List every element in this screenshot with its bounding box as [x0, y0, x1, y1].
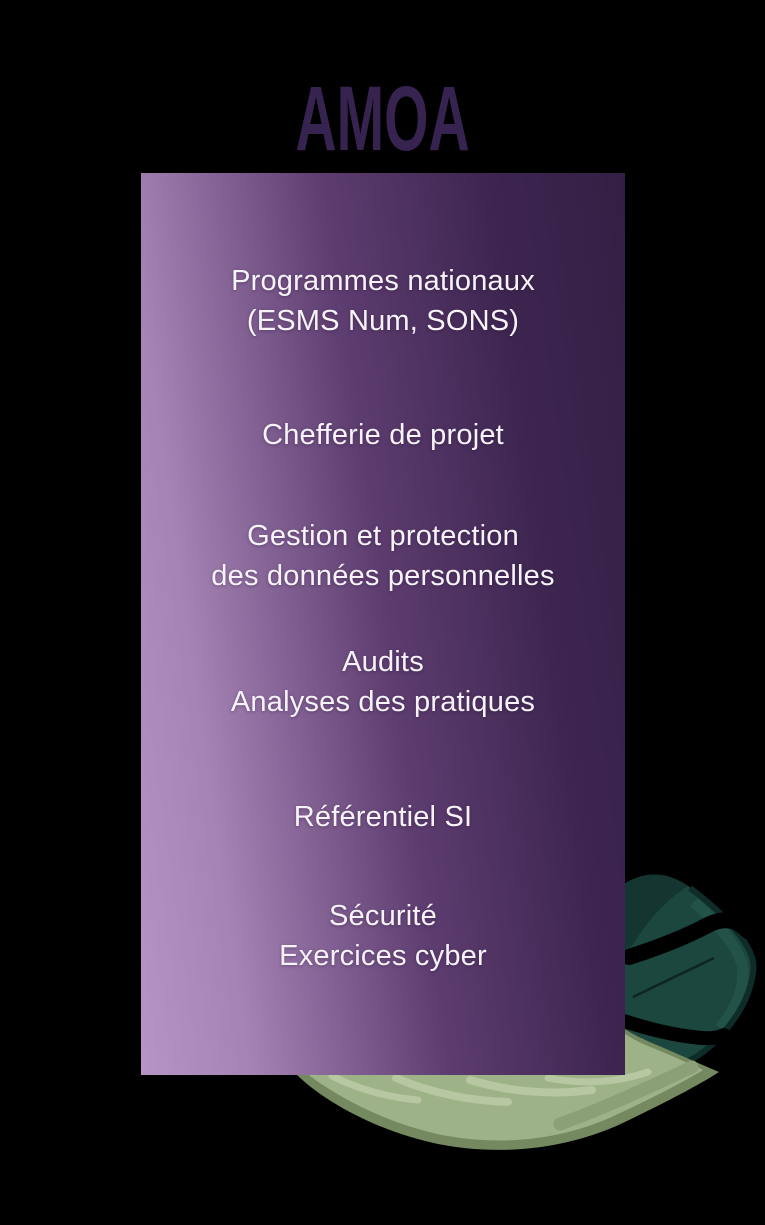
card-item-line: Audits [342, 646, 424, 678]
card-item-audits-analyses: Audits Analyses des pratiques [141, 642, 625, 722]
card-item-line: Exercices cyber [279, 940, 487, 972]
card-item-line: (ESMS Num, SONS) [246, 305, 520, 337]
card-item-securite-exercices-cyber: Sécurité Exercices cyber [141, 896, 625, 976]
card-item-line: Référentiel SI [293, 801, 473, 833]
card-item-line: Analyses des pratiques [230, 686, 536, 718]
card-item-line: Chefferie de projet [262, 419, 504, 451]
page-title-wrap: AMOA [141, 70, 625, 168]
monstera-leaf-illustration [614, 874, 757, 1070]
card-item-line: des données personnelles [211, 560, 555, 592]
card-item-line: Sécurité [329, 900, 437, 932]
card-item-chefferie-de-projet: Chefferie de projet [141, 415, 625, 455]
card-item-programmes-nationaux: Programmes nationaux (ESMS Num, SONS) [141, 261, 625, 341]
page-title: AMOA [295, 68, 471, 170]
mission-card: Programmes nationaux (ESMS Num, SONS) Ch… [141, 173, 625, 1075]
card-item-gestion-donnees-personnelles: Gestion et protection des données person… [141, 516, 625, 596]
card-item-referentiel-si: Référentiel SI [141, 797, 625, 837]
card-item-line: Programmes nationaux [231, 265, 535, 297]
card-item-line: Gestion et protection [247, 520, 519, 552]
